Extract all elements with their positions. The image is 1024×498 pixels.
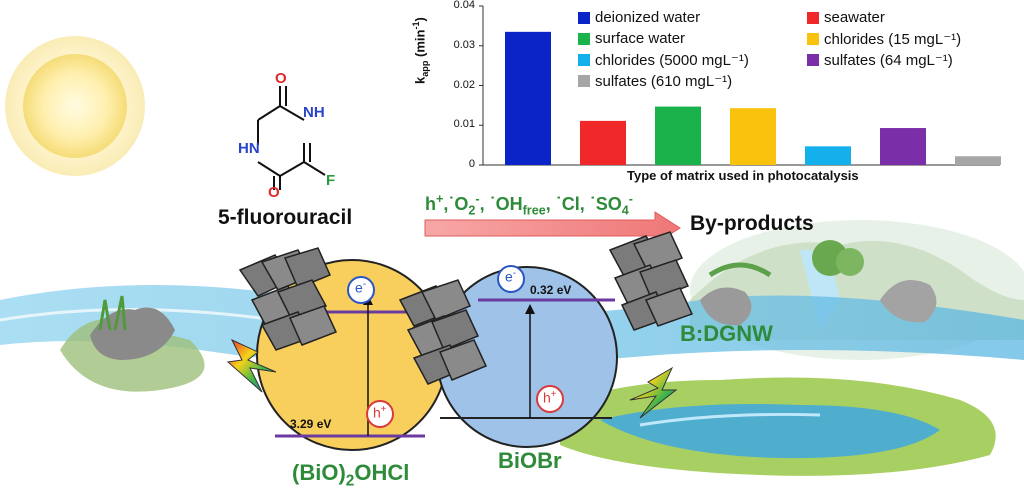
catalyst-left-name: (BiO)2OHCl xyxy=(292,460,410,490)
legend-swatch xyxy=(807,33,819,45)
legend-label: chlorides (15 mgL⁻¹) xyxy=(824,31,962,48)
molecule-name: 5-fluorouracil xyxy=(218,206,353,229)
graphene-cluster-center xyxy=(398,279,488,385)
legend-label: chlorides (5000 mgL⁻¹) xyxy=(595,52,749,69)
legend-label: seawater xyxy=(824,9,885,26)
y-tick-label: 0 xyxy=(468,158,475,170)
reactive-species: h+,˙O2-, ˙OHfree, ˙Cl, ˙SO4- xyxy=(425,192,633,218)
graphene-cluster-left xyxy=(238,247,338,351)
atom-label: F xyxy=(326,172,336,189)
atom-label: O xyxy=(275,70,287,87)
lightning-icon-right xyxy=(629,366,678,419)
y-tick-label: 0.03 xyxy=(453,38,475,51)
legend-swatch xyxy=(807,54,819,66)
atom-label: HN xyxy=(238,140,260,157)
chart-x-label: Type of matrix used in photocatalysis xyxy=(627,168,859,183)
hole-marker-left xyxy=(366,400,394,428)
legend-swatch xyxy=(807,12,819,24)
catalyst-right-circle xyxy=(436,266,618,448)
legend-swatch xyxy=(578,75,590,87)
band-gap-left: 3.29 eV xyxy=(290,417,332,431)
molecule-structure xyxy=(257,86,326,190)
bar-6 xyxy=(880,128,926,165)
legend-label: deionized water xyxy=(595,9,701,26)
y-tick-label: 0.04 xyxy=(453,0,475,11)
catalyst-right-name: BiOBr xyxy=(498,448,562,473)
y-tick-label: 0.02 xyxy=(453,78,475,91)
hole-label-left: h+ xyxy=(373,404,387,421)
electron-label-right: e- xyxy=(505,268,517,285)
legend-label: surface water xyxy=(595,30,686,47)
product-label: By-products xyxy=(690,212,814,235)
y-ticks xyxy=(479,5,483,166)
bar-4 xyxy=(730,108,776,165)
bar-chart xyxy=(479,5,1001,166)
bar-7 xyxy=(955,156,1001,165)
bar-5 xyxy=(805,146,851,165)
electron-label-left: e- xyxy=(355,279,367,296)
bar-3 xyxy=(655,106,701,165)
hole-label-right: h+ xyxy=(543,389,557,406)
legend-swatch xyxy=(578,33,590,45)
bar-2 xyxy=(580,120,626,165)
bar-1 xyxy=(505,31,551,166)
lightning-icon-left xyxy=(226,338,277,393)
legend-label: sulfates (64 mgL⁻¹) xyxy=(824,52,953,69)
electron-marker-right xyxy=(497,265,525,293)
chart-y-label: kapp (min-1) xyxy=(411,17,430,84)
atom-label: NH xyxy=(303,104,325,121)
composite-name: B:DGNW xyxy=(680,321,773,346)
bars xyxy=(505,31,1001,166)
sun-icon xyxy=(5,36,145,176)
legend-swatch xyxy=(578,54,590,66)
hole-marker-right xyxy=(536,385,564,413)
legend-swatch xyxy=(578,12,590,24)
atom-label: O xyxy=(268,184,280,201)
legend-label: sulfates (610 mgL⁻¹) xyxy=(595,73,733,90)
y-tick-label: 0.01 xyxy=(453,118,475,131)
electron-marker-left xyxy=(347,276,375,304)
graphene-cluster-right xyxy=(608,231,694,331)
band-gap-right: 0.32 eV xyxy=(530,283,572,297)
